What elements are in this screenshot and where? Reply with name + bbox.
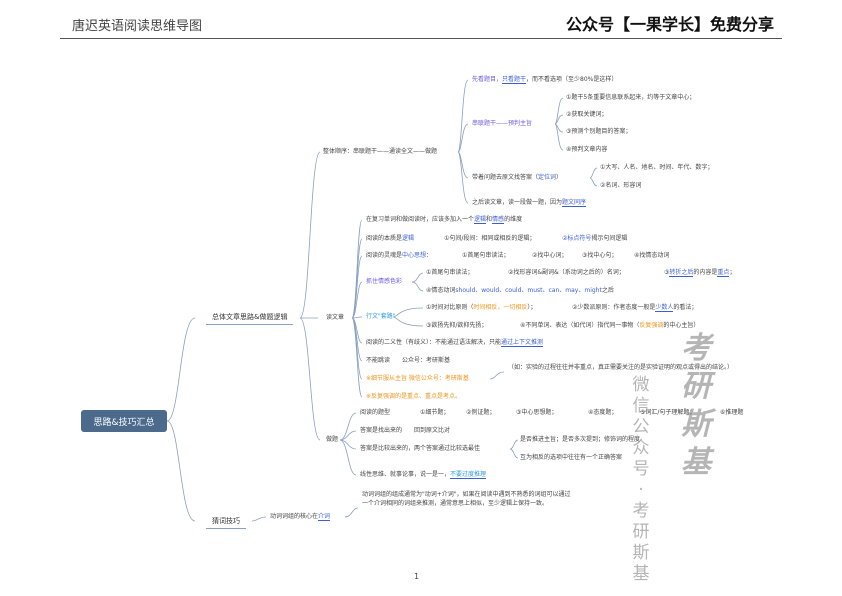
order-chain: 串联题干——预判主旨 [472,120,533,127]
do-type-1: ①细节题； [420,409,450,416]
tongtao-item-4: ④不同单词、表达（如代词）指代同一事物（反复强调的中心主旨） [520,322,700,329]
do-1: 答案是找出来的 回到原文比对 [360,427,451,434]
node-guess-skills: 猜词技巧 [206,514,246,529]
chain-item-1: ①题干5条重要信息联系起来，约等于文章中心； [566,94,696,101]
root-node: 思路&技巧汇总 [81,410,167,432]
read-1: 在复习单词和做阅读时，应该多加入一个逻辑和情感的维度 [366,216,523,224]
node-do: 做题 [326,436,339,443]
do-3: 线性思维、就事论事，说一是一，不要过度推理 [360,471,487,479]
do-2-item-2: 互为相反的选项中往往有一个正确答案 [520,454,623,461]
watermark-small: 微信公众号·考研斯基 [632,375,650,584]
read-3-item-4: ④找情态动词 [634,252,670,259]
read-2: 阅读的本质是逻辑 [366,235,415,242]
do-type-5: ⑤词汇/句子理解题； [640,409,696,416]
emotion-item-1: ①首尾句串读法； [426,269,474,276]
chain-item-4: ④预判文章内容 [566,146,608,153]
page-number: 1 [414,572,420,581]
locate-item-2: ②名词、形容词 [600,182,642,189]
chain-item-2: ②获取关键词； [566,111,608,118]
emotion-item-4: ④情态动词should、would、could、must、can、may、mig… [426,287,614,294]
order-first: 先看题目，只看题干，而不看选项（至少80%是这样） [472,76,618,84]
do-type-4: ④态度题； [588,409,618,416]
do-2: 答案是比较出来的，两个答案通过比较选最佳 [360,445,481,452]
header-rule [60,38,782,39]
node-guess-core: 动词词组的核心在介词 [270,513,331,521]
read-5: 不能跳读 公众号：考研斯基 [366,357,451,364]
header-promo: 公众号【一果学长】免费分享 [565,15,774,34]
tongtao-item-3: ③欲扬先抑/欲抑先扬； [426,322,488,329]
read-4: 阅读的二义性（有歧义）：不能通过语法解决，只能通过上下文推测 [366,339,544,347]
node-general-logic: 总体文章思路&做题逻辑 [206,310,294,325]
do-2-item-1: 是否推进主旨；是否多次提到；修饰词的程度 [520,436,641,443]
guess-note: 动词词组的组成通常为"动词+介词"，如果在阅读中遇到不熟悉的词组可以通过一个介词… [362,491,571,507]
order-after: 之后读文章，读一段做一题，因为题文同序 [472,199,587,207]
emotion-item-3: ③转折之后的内容是重点； [664,269,736,277]
locate-item-1: ①大写、人名、地名、时间、年代、数字； [600,164,714,171]
tongtao-item-2: ②少数派原则：作者态度一般是少数人的看法； [572,304,698,312]
doc-title: 唐迟英语阅读思维导图 [72,19,203,34]
read-6: ※细节服从主旨 微信公众号：考研斯基 [366,375,469,382]
read-2-item-1: ①句间/段间：相同或相反的逻辑； [444,235,536,242]
watermark-large: 考研斯基 [681,331,711,480]
chain-item-3: ③预测个别题目的答案； [566,128,632,135]
read-2-item-2: ②标点符号揭示句间逻辑 [562,235,628,242]
read-tongtao: 行文"套路" [366,313,396,320]
do-type-2: ②例证题； [466,409,496,416]
tongtao-item-1: ①时间对比原则（时间相反，一切相反）； [426,304,537,311]
do-type-6: ⑥推理题 [720,409,744,416]
node-order: 整体顺序：串联题干——通读全文——做题 [323,148,438,155]
read-3-item-3: ③找中心句； [582,252,618,259]
read-7: ※反复强调的是重点、重点是考点。 [366,393,462,400]
read-3-item-2: ②找中心词； [532,252,568,259]
read-emotion: 抓住情感色彩 [366,278,403,285]
read-3-item-1: ①首尾句串读法； [462,252,510,259]
do-type-3: ③中心思想题； [516,409,558,416]
node-read: 读文章 [326,314,345,321]
do-types-label: 阅读的题型 [360,409,391,416]
emotion-item-2: ②找形容词&副词&（系动词之后的）名词； [508,269,625,276]
read-6-note: （如：实验的过程往往并非重点，真正需要关注的是实验证明的观点或得出的结论。） [508,364,734,371]
read-3: 阅读的灵魂是中心思想： [366,252,433,259]
order-locate: 带着问题去原文找答案（定位词） [472,174,563,181]
